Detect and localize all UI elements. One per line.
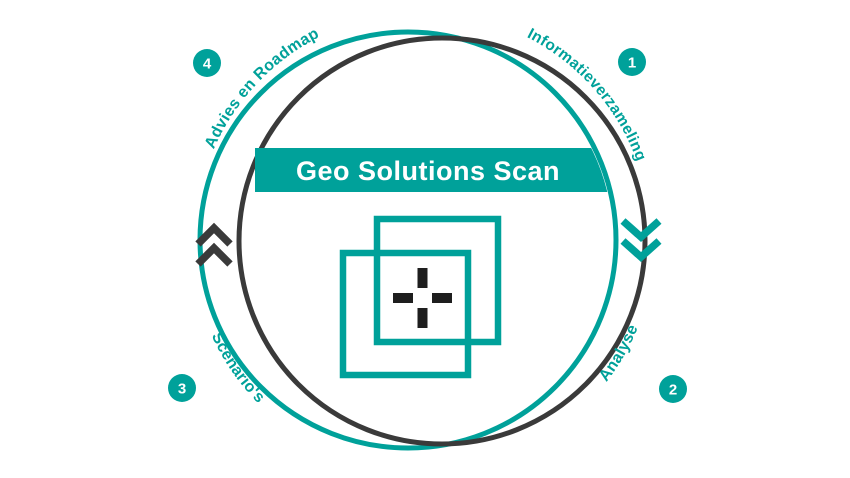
flow-arrows-left — [195, 222, 233, 267]
step-label-advies-en-roadmap: Advies en Roadmap — [202, 25, 322, 151]
flow-arrows-right — [620, 218, 662, 263]
step-badge-3: 3 — [168, 374, 196, 402]
step-label-scenarios: Scenario's — [208, 330, 268, 407]
step-label-text: Analyse — [596, 322, 641, 384]
logo-square-back — [373, 215, 502, 346]
title-banner — [255, 148, 613, 192]
step-label-text: Informatieverzameling — [525, 25, 649, 163]
step-label-analyse: Analyse — [596, 322, 642, 384]
double-chevron-up-icon — [195, 222, 233, 247]
crosshair-bar-top — [417, 268, 428, 288]
cycle-ring-teal — [197, 29, 619, 451]
step-badge-1: 1 — [618, 48, 646, 76]
crosshair-icon — [393, 268, 452, 328]
logo-square-front — [339, 249, 472, 379]
step-badge-number: 3 — [178, 380, 186, 397]
step-badge-2: 2 — [659, 375, 687, 403]
geo-scan-logo-icon — [339, 215, 502, 379]
step-label-text: Advies en Roadmap — [202, 25, 322, 151]
title-banner-group — [255, 148, 613, 192]
double-chevron-up-icon — [195, 242, 233, 267]
diagram-title: Geo Solutions Scan — [296, 156, 560, 186]
step-badge-circle — [193, 49, 221, 77]
step-badge-number: 4 — [203, 55, 212, 72]
cycle-ring-dark — [236, 35, 648, 447]
step-label-text: Scenario's — [208, 330, 268, 407]
step-label-informatieverzameling: Informatieverzameling — [525, 25, 650, 163]
double-chevron-down-icon — [620, 218, 662, 243]
step-badge-number: 1 — [628, 54, 636, 71]
crosshair-bar-bottom — [417, 308, 428, 328]
crosshair-bar-left — [393, 293, 413, 303]
step-badge-number: 2 — [669, 381, 677, 398]
step-badge-circle — [168, 374, 196, 402]
step-badge-circle — [659, 375, 687, 403]
double-chevron-down-icon — [620, 238, 662, 263]
step-badge-circle — [618, 48, 646, 76]
crosshair-bar-right — [432, 293, 452, 303]
step-badge-4: 4 — [193, 49, 221, 77]
